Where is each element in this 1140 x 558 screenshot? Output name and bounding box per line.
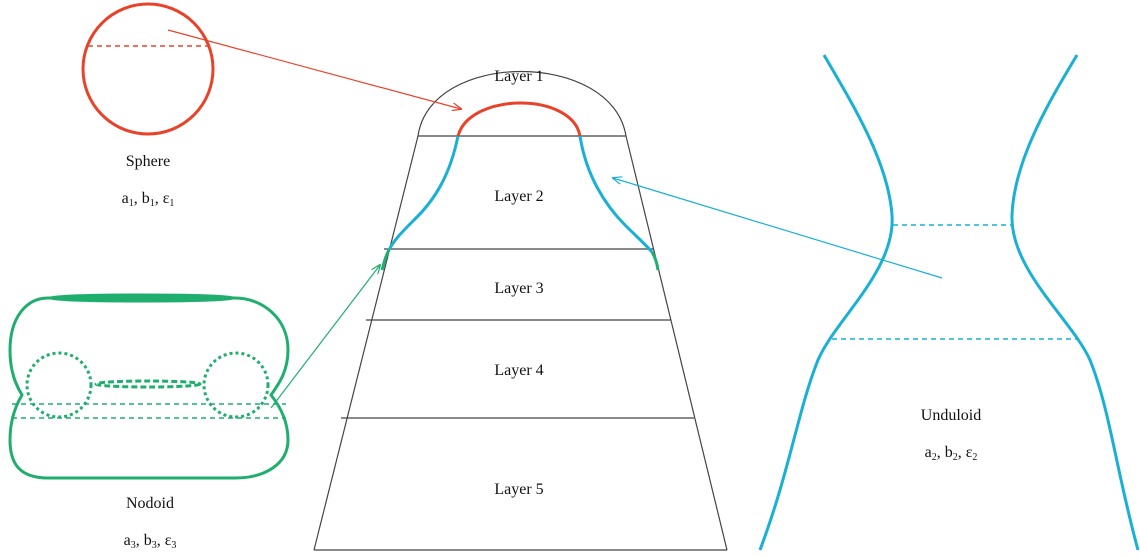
nodoid-segment-left <box>380 249 391 271</box>
layer-1-label: Layer 1 <box>494 68 543 85</box>
nodoid-params: a3, b3, ε3 <box>124 532 177 551</box>
unduloid-segment-left <box>387 135 460 251</box>
nodoid-arrow <box>270 265 380 409</box>
layer-1-dome <box>417 71 627 137</box>
unduloid-params: a2, b2, ε2 <box>925 444 978 463</box>
stack-right-edge <box>625 135 728 551</box>
unduloid-label: Unduloid <box>921 407 981 424</box>
layer-5-label: Layer 5 <box>494 481 543 498</box>
nodoid-left-inner-loop <box>25 351 93 419</box>
sphere-outline <box>81 2 215 136</box>
unduloid-segment-right <box>578 135 654 253</box>
layer-4-label: Layer 4 <box>494 362 543 379</box>
layer-stack: Layer 1 Layer 2 Layer 3 Layer 4 Layer 5 <box>313 68 728 551</box>
nodoid-figure: Nodoid a3, b3, ε3 <box>8 265 380 551</box>
sphere-segment <box>456 101 582 137</box>
nodoid-inner-rim <box>94 379 202 389</box>
nodoid-label: Nodoid <box>126 495 174 512</box>
nodoid-right-inner-loop <box>202 351 270 419</box>
sphere-label: Sphere <box>126 153 170 170</box>
sphere-params: a1, b1, ε1 <box>122 190 175 209</box>
unduloid-arrow <box>613 178 943 279</box>
nodoid-segment-right <box>650 251 660 271</box>
layer-3-label: Layer 3 <box>494 280 543 297</box>
unduloid-left-profile <box>758 54 894 551</box>
nodoid-outer-outline <box>8 296 290 480</box>
stack-left-edge <box>313 135 419 551</box>
unduloid-figure: Unduloid a2, b2, ε2 <box>613 54 1140 551</box>
sphere-arrow <box>167 29 461 109</box>
unduloid-right-profile <box>1010 54 1140 551</box>
sphere-figure: Sphere a1, b1, ε1 <box>81 2 461 209</box>
layer-2-label: Layer 2 <box>494 188 543 205</box>
nodoid-top-rim <box>47 293 237 303</box>
